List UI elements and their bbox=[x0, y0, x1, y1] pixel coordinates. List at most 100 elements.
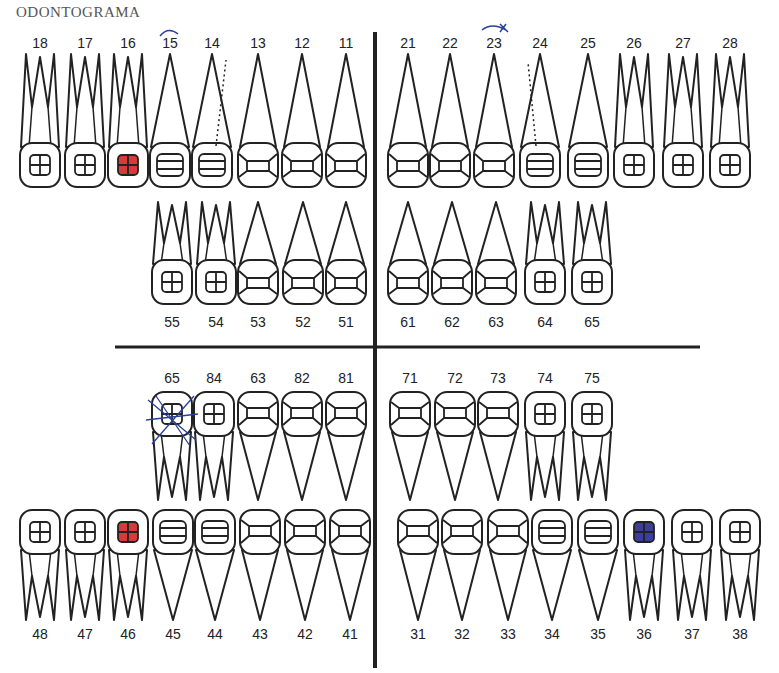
tooth bbox=[326, 392, 366, 500]
tooth-root bbox=[526, 202, 564, 264]
tooth bbox=[238, 202, 278, 304]
tooth-number: 32 bbox=[454, 626, 470, 642]
crown-lines bbox=[575, 161, 601, 169]
tooth-crown bbox=[572, 392, 612, 436]
dotted-mark bbox=[528, 62, 536, 146]
tooth-crown bbox=[196, 260, 236, 304]
tooth-crown bbox=[150, 143, 190, 187]
tooth bbox=[285, 510, 325, 620]
tooth bbox=[108, 510, 148, 620]
crown-surface bbox=[730, 522, 750, 542]
tooth-crown bbox=[238, 392, 278, 436]
tooth-crown bbox=[488, 510, 528, 554]
tooth-crown bbox=[152, 260, 192, 304]
tooth-root bbox=[476, 54, 512, 147]
crown-lines bbox=[199, 161, 225, 169]
crown-lines bbox=[284, 271, 322, 294]
tooth-crown bbox=[474, 143, 514, 187]
tooth-number: 26 bbox=[626, 35, 642, 51]
tooth-root bbox=[284, 432, 320, 500]
crown-cross bbox=[204, 404, 224, 424]
tooth-number: 63 bbox=[488, 314, 504, 330]
tooth-root bbox=[521, 54, 559, 147]
tooth bbox=[20, 54, 60, 187]
tooth-root bbox=[21, 54, 59, 147]
tooth-number: 18 bbox=[32, 35, 48, 51]
crown-cross bbox=[582, 272, 602, 292]
crown-surface bbox=[535, 272, 555, 292]
tooth-crown bbox=[240, 510, 280, 554]
tooth bbox=[282, 54, 322, 187]
tooth bbox=[624, 510, 664, 620]
tooth-crown bbox=[525, 392, 565, 436]
tooth-root bbox=[287, 550, 323, 620]
root-line bbox=[29, 107, 51, 147]
tooth-root bbox=[434, 202, 470, 264]
tooth-number: 12 bbox=[294, 35, 310, 51]
tooth-number: 47 bbox=[77, 626, 93, 642]
crown-surface bbox=[624, 155, 644, 175]
tooth bbox=[150, 54, 190, 187]
crown-cross bbox=[75, 155, 95, 175]
root-line bbox=[672, 107, 694, 147]
crown-cross bbox=[118, 522, 138, 542]
tooth-crown bbox=[525, 260, 565, 304]
tooth-root bbox=[284, 54, 320, 147]
tooth bbox=[720, 510, 760, 620]
tooth-root bbox=[195, 432, 233, 500]
tooth-root bbox=[569, 54, 607, 147]
tooth-number: 46 bbox=[120, 626, 136, 642]
tooth-root bbox=[328, 202, 364, 264]
tooth-crown bbox=[572, 260, 612, 304]
tooth bbox=[398, 510, 438, 620]
crown-lines bbox=[527, 161, 553, 169]
tooth-number: 53 bbox=[250, 314, 266, 330]
tooth bbox=[20, 510, 60, 620]
tooth-crown bbox=[326, 260, 366, 304]
tooth-crown bbox=[388, 143, 428, 187]
tooth-crown bbox=[720, 510, 760, 554]
tooth-root bbox=[285, 202, 321, 264]
crown-surface bbox=[720, 155, 740, 175]
tooth bbox=[672, 510, 712, 620]
tooth-number: 44 bbox=[207, 626, 223, 642]
tooth-root bbox=[109, 550, 147, 620]
tooth-crown bbox=[614, 143, 654, 187]
crown-lines bbox=[202, 528, 228, 536]
tooth-root bbox=[109, 54, 147, 147]
tooth bbox=[330, 510, 370, 620]
tooth-crown bbox=[388, 260, 428, 304]
tooth-number: 14 bbox=[204, 35, 220, 51]
tooth bbox=[390, 392, 430, 500]
tooth-root bbox=[573, 202, 611, 264]
crown-lines bbox=[283, 402, 321, 425]
crown-surface bbox=[206, 272, 226, 292]
tooth-root bbox=[196, 550, 234, 620]
tooth-number: 28 bbox=[722, 35, 738, 51]
crown-surface bbox=[30, 522, 50, 542]
tooth-root bbox=[573, 432, 611, 500]
tooth bbox=[430, 54, 470, 187]
tooth-number: 55 bbox=[164, 314, 180, 330]
crown-surface bbox=[157, 154, 183, 176]
tooth-crown bbox=[108, 510, 148, 554]
crown-surface bbox=[160, 521, 186, 543]
crown-cross bbox=[30, 155, 50, 175]
crown-lines bbox=[327, 154, 365, 177]
tooth-number: 31 bbox=[410, 626, 426, 642]
tooth bbox=[435, 392, 475, 500]
tooth-crown bbox=[285, 510, 325, 554]
tooth-crown bbox=[432, 260, 472, 304]
crown-cross bbox=[30, 522, 50, 542]
tooth bbox=[488, 510, 528, 620]
crown-lines bbox=[239, 154, 277, 177]
root-line bbox=[719, 107, 741, 147]
tooth-number: 33 bbox=[500, 626, 516, 642]
tooth bbox=[572, 392, 612, 500]
tooth-root bbox=[242, 550, 278, 620]
tooth-root bbox=[332, 550, 368, 620]
crown-lines bbox=[399, 520, 437, 543]
tooth-number: 23 bbox=[486, 35, 502, 51]
tooth-crown bbox=[330, 510, 370, 554]
crown-surface bbox=[575, 154, 601, 176]
